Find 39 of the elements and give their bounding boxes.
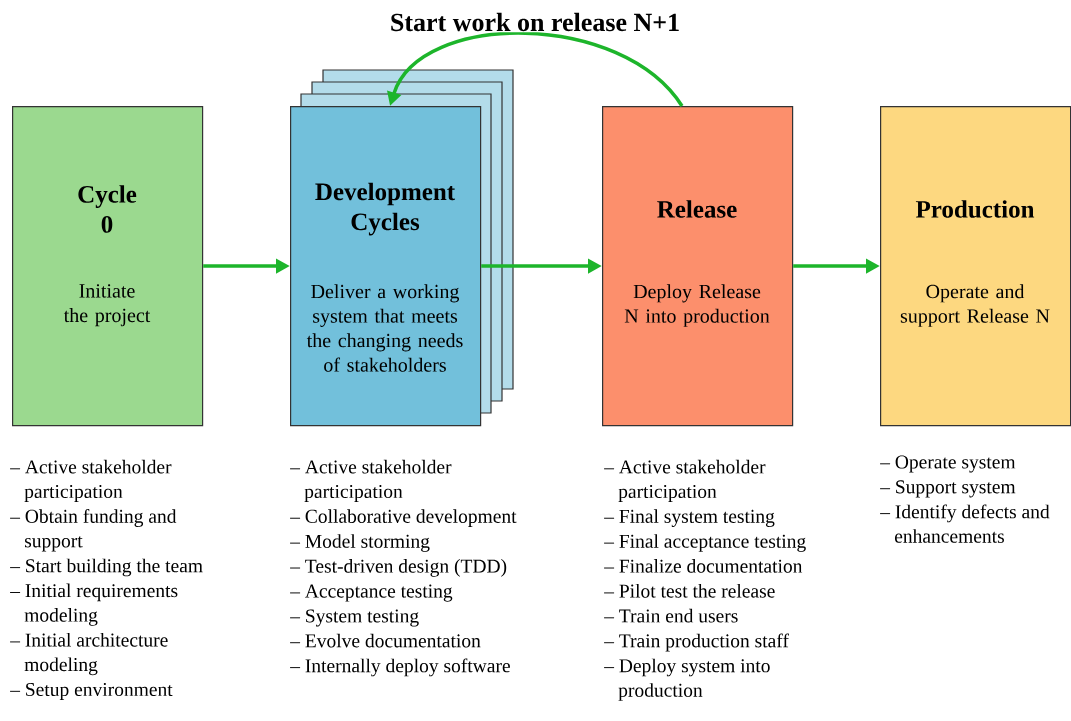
list-item: – Active stakeholder participation bbox=[10, 459, 172, 502]
list-item: – Operate system bbox=[880, 455, 1016, 473]
list-item: – Identify defects and enhancements bbox=[880, 504, 1050, 543]
list-item: – Deploy system into production bbox=[604, 658, 770, 701]
list-item: – Final acceptance testing bbox=[604, 534, 806, 552]
list-item: – Active stakeholder participation bbox=[290, 459, 452, 502]
list-item: – Train end users bbox=[604, 608, 738, 623]
phase-description: Deliver a working system that meets the changing needs of stakeholders bbox=[306, 284, 463, 372]
phase-title: Production bbox=[915, 200, 1035, 218]
list-item: – Final system testing bbox=[604, 509, 775, 527]
list-item: – Train production staff bbox=[604, 633, 789, 652]
phase-title: Cycle 0 bbox=[78, 185, 137, 233]
arrow bbox=[387, 31, 684, 108]
list-item: – System testing bbox=[290, 609, 419, 627]
phase-box bbox=[12, 106, 204, 427]
list-item: – Acceptance testing bbox=[290, 584, 453, 602]
list-item: – Initial architecture modeling bbox=[10, 632, 168, 676]
list-item: – Model storming bbox=[290, 534, 430, 552]
list-item: – Start building the team bbox=[10, 558, 203, 577]
phase-description: Initiate the project bbox=[63, 284, 151, 327]
phase-description: Deploy Release N into production bbox=[624, 284, 770, 327]
list-item: – Obtain funding and support bbox=[10, 509, 177, 552]
list-item: – Test-driven design (TDD) bbox=[290, 559, 507, 577]
list-item: – Collaborative development bbox=[290, 509, 517, 527]
phase-box bbox=[880, 106, 1071, 427]
list-item: – Setup environment bbox=[10, 682, 173, 700]
list-item: – Initial requirements modeling bbox=[10, 583, 178, 626]
list-item: – Pilot test the release bbox=[604, 583, 775, 598]
edge-label: Start work on release N+1 bbox=[388, 11, 682, 33]
list-item: – Active stakeholder participation bbox=[604, 459, 766, 502]
list-item: – Evolve documentation bbox=[290, 633, 481, 648]
phase-box bbox=[290, 106, 482, 427]
list-item: – Internally deploy software bbox=[290, 658, 510, 677]
list-item: – Support system bbox=[880, 480, 1016, 498]
phase-title: Development Cycles bbox=[315, 182, 455, 236]
phase-description: Operate and support Release N bbox=[900, 284, 1050, 327]
list-item: – Finalize documentation bbox=[604, 559, 803, 573]
phase-box bbox=[602, 106, 794, 427]
phase-title: Release bbox=[657, 200, 737, 218]
